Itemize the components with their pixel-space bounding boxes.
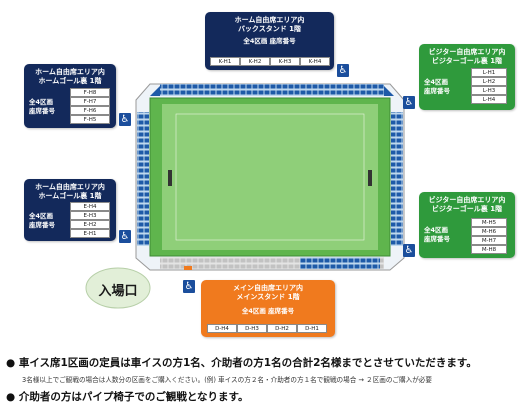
home-lower-sub1: 全4区画 [29, 212, 54, 220]
seat-F-H8: F-H8 [70, 88, 110, 97]
seat-L-H2: L-H2 [471, 77, 507, 86]
wheelchair-icon: ♿ [119, 230, 131, 243]
seat-K-H2: K-H2 [240, 57, 270, 66]
wheelchair-icon: ♿ [183, 280, 195, 293]
visitor-lower-sub1: 全4区画 [424, 226, 449, 234]
visitor-lower-title1: ビジター自由席エリア内 [428, 196, 506, 204]
visitor-upper-sub1: 全4区画 [424, 78, 449, 86]
seat-F-H5: F-H5 [70, 115, 110, 124]
seat-D-H1: D-H1 [297, 324, 327, 333]
wheelchair-icon: ♿ [337, 64, 349, 77]
home-upper-title2: ホームゴール裏 1階 [38, 77, 102, 85]
seat-D-H2: D-H2 [267, 324, 297, 333]
seat-K-H3: K-H3 [270, 57, 300, 66]
home-lower-title1: ホーム自由席エリア内 [35, 183, 105, 191]
seat-M-H5: M-H5 [471, 218, 507, 227]
entrance-label: 入場口 [98, 284, 138, 299]
seat-D-H4: D-H4 [207, 324, 237, 333]
goal-right [368, 170, 372, 186]
home-goal-upper-box: ホーム自由席エリア内 ホームゴール裏 1階 全4区画 座席番号 F-H8 F-H… [24, 64, 116, 128]
visitor-upper-title1: ビジター自由席エリア内 [428, 48, 506, 56]
main-title2: メインスタンド 1階 [236, 293, 300, 301]
goal-left [168, 170, 172, 186]
wheelchair-icon: ♿ [403, 244, 415, 257]
home-upper-sub1: 全4区画 [29, 98, 54, 106]
seat-L-H1: L-H1 [471, 68, 507, 77]
back-title2: バックスタンド 1階 [237, 25, 302, 33]
visitor-lower-title2: ビジターゴール裏 1階 [431, 205, 503, 213]
home-upper-title1: ホーム自由席エリア内 [35, 68, 105, 76]
seat-L-H3: L-H3 [471, 86, 507, 95]
back-sub: 全4区画 座席番号 [243, 37, 296, 45]
pitch [162, 104, 378, 250]
seat-K-H1: K-H1 [210, 57, 240, 66]
seat-F-H7: F-H7 [70, 97, 110, 106]
visitor-goal-lower-box: ビジター自由席エリア内 ビジターゴール裏 1階 全4区画 座席番号 M-H5 M… [419, 192, 515, 258]
seat-D-H3: D-H3 [237, 324, 267, 333]
visitor-upper-sub2: 座席番号 [424, 87, 450, 95]
entrance-area [85, 267, 151, 309]
back-title1: ホーム自由席エリア内 [234, 16, 305, 24]
seat-L-H4: L-H4 [471, 95, 507, 104]
home-goal-stand [137, 112, 149, 246]
home-lower-sub2: 座席番号 [29, 221, 55, 229]
main-title1: メイン自由席エリア内 [233, 284, 303, 292]
back-stand [160, 84, 384, 96]
wheelchair-icon: ♿ [403, 96, 415, 109]
note-line-1: ● 車イス席1区画の定員は車イスの方1名、介助者の方1名の合計2名様までとさせて… [6, 357, 477, 369]
seat-M-H7: M-H7 [471, 236, 507, 245]
seat-M-H6: M-H6 [471, 227, 507, 236]
back-stand-box: ホーム自由席エリア内 バックスタンド 1階 全4区画 座席番号 K-H1 K-H… [205, 12, 334, 70]
seat-F-H6: F-H6 [70, 106, 110, 115]
seat-E-H3: E-H3 [70, 211, 110, 220]
seat-E-H2: E-H2 [70, 220, 110, 229]
seat-M-H8: M-H8 [471, 245, 507, 254]
home-goal-lower-box: ホーム自由席エリア内 ホームゴール裏 1階 全4区画 座席番号 E-H4 E-H… [24, 179, 116, 241]
home-upper-sub2: 座席番号 [29, 107, 55, 115]
visitor-goal-upper-box: ビジター自由席エリア内 ビジターゴール裏 1階 全4区画 座席番号 L-H1 L… [419, 44, 515, 110]
visitor-lower-sub2: 座席番号 [424, 235, 450, 243]
seat-K-H4: K-H4 [300, 57, 330, 66]
visitor-upper-title2: ビジターゴール裏 1階 [431, 57, 503, 65]
note-line-2: 3名様以上でご観戦の場合は人数分の区画をご購入ください。(例) 車イスの方２名・… [22, 376, 432, 384]
main-sub: 全4区画 座席番号 [241, 307, 295, 315]
wheelchair-icon: ♿ [119, 113, 131, 126]
note-line-3: ● 介助者の方はパイプ椅子でのご観戦となります。 [6, 391, 249, 403]
main-stand-box: メイン自由席エリア内 メインスタンド 1階 全4区画 座席番号 D-H4 D-H… [201, 280, 335, 337]
seat-E-H1: E-H1 [70, 229, 110, 238]
seat-E-H4: E-H4 [70, 202, 110, 211]
visitor-goal-stand [391, 112, 403, 246]
home-lower-title2: ホームゴール裏 1階 [38, 192, 102, 200]
